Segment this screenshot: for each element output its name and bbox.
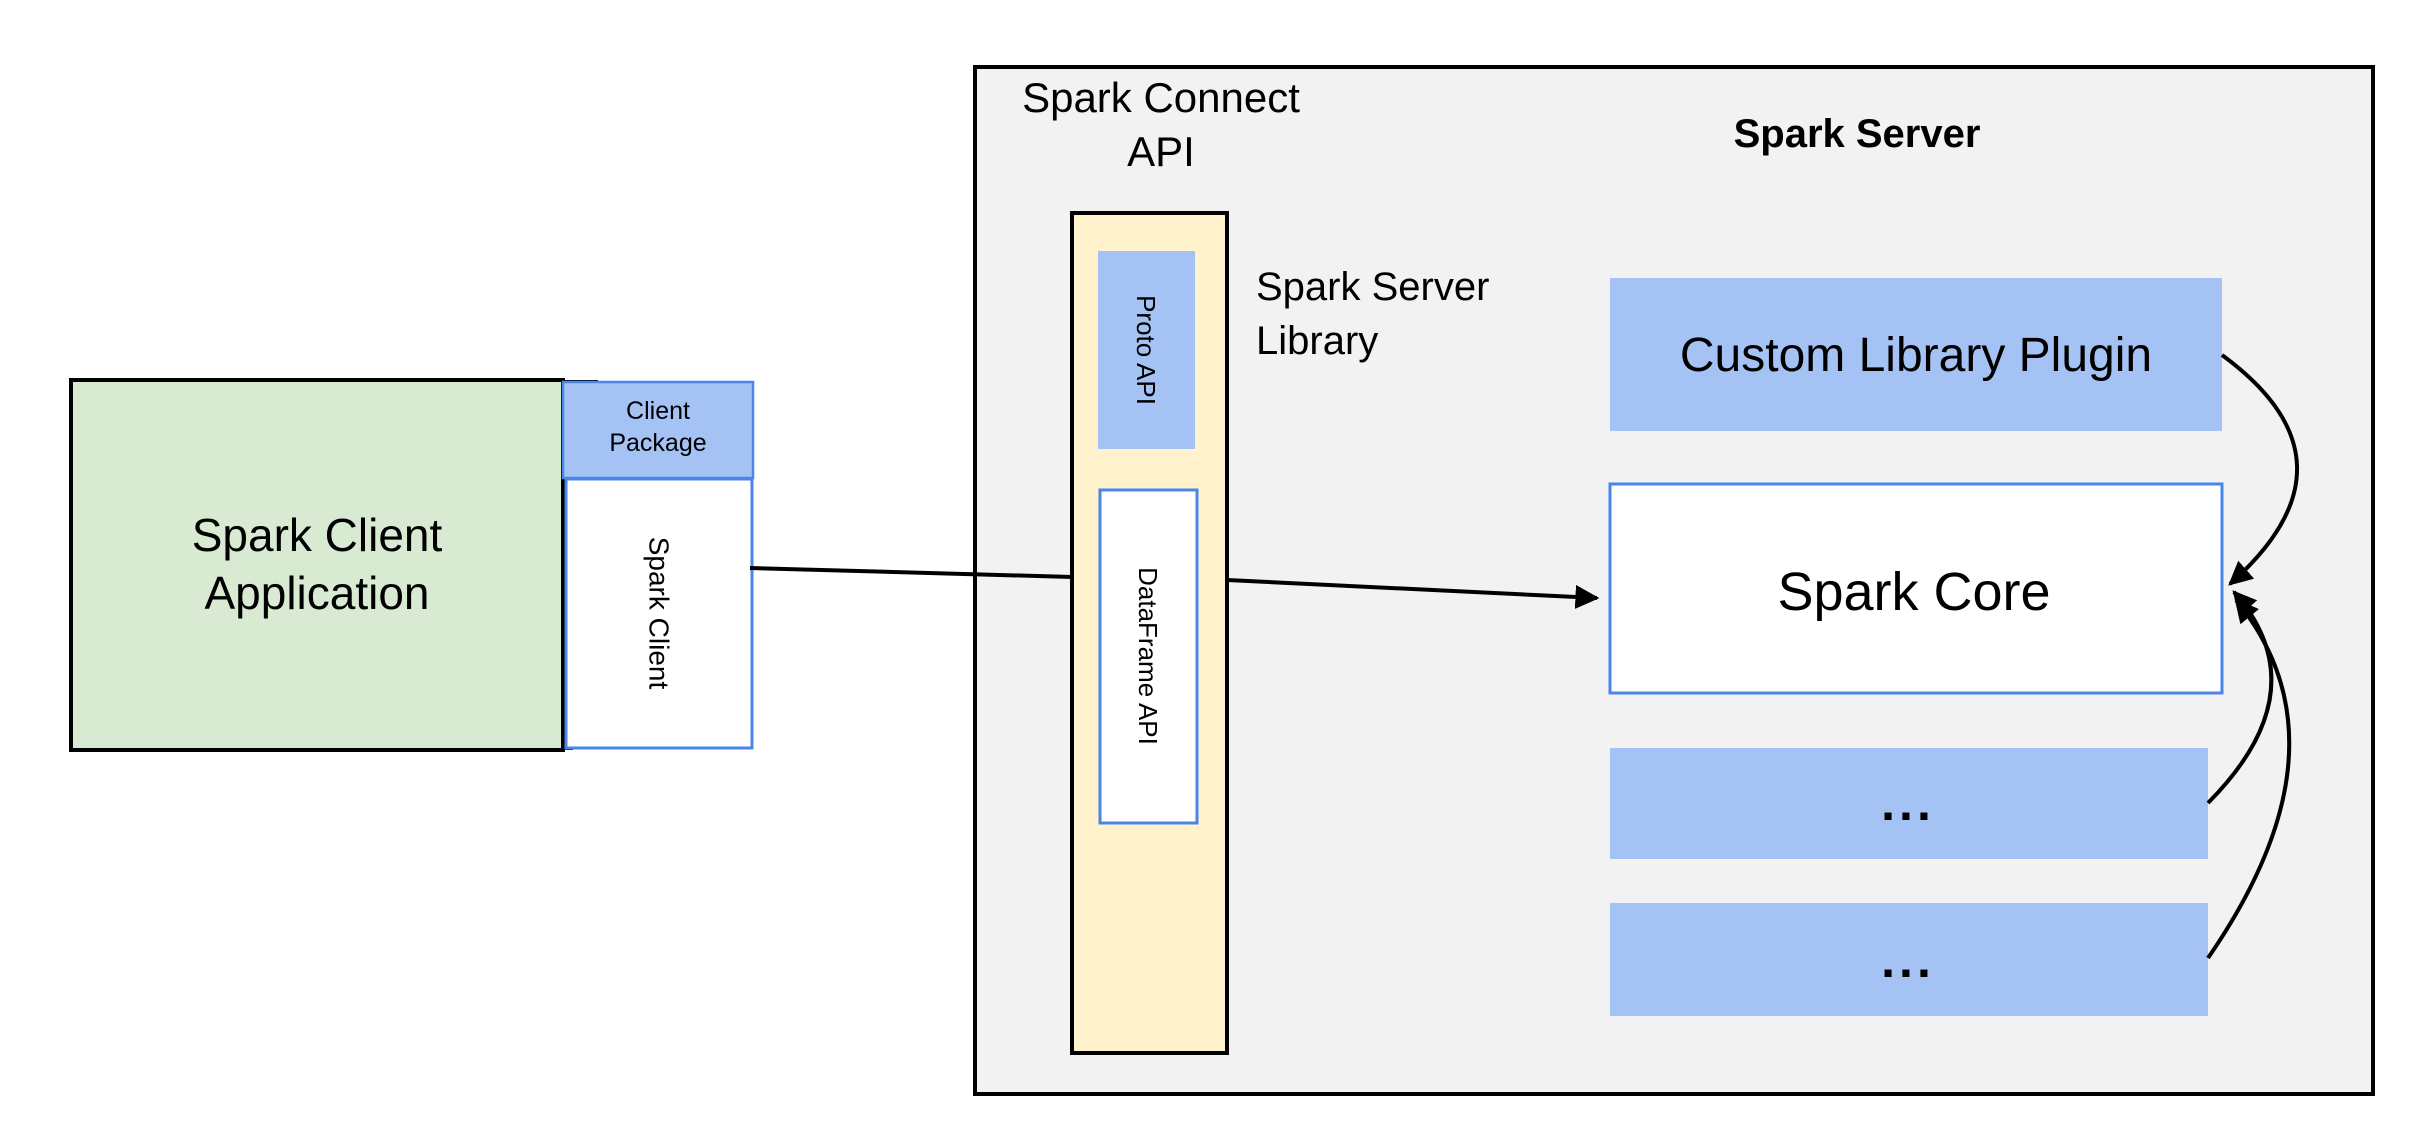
spark-connect-api-title-line2: API <box>1127 128 1195 175</box>
spark-client-box <box>564 477 754 750</box>
proto-api-label: Proto API <box>1131 295 1161 405</box>
plugin-placeholder-label-2: ... <box>1881 932 1935 988</box>
arrow-custom-plugin-to-spark-core <box>2220 353 2299 586</box>
plugin-placeholder-box-2 <box>1610 903 2208 1016</box>
plugin-placeholder-label-1: ... <box>1881 775 1935 831</box>
arrow-library-to-spark-core <box>1226 578 1600 609</box>
spark-core-label: Spark Core <box>1777 562 2050 622</box>
spark-client-application-label-line1: Spark Client <box>192 509 443 561</box>
spark-server-library-label-line1: Spark Server <box>1256 265 1489 309</box>
connector-spark-client-to-library <box>749 566 1073 579</box>
spark-core-box <box>1608 482 2224 695</box>
spark-client-label: Spark Client <box>644 537 675 690</box>
custom-library-plugin-label: Custom Library Plugin <box>1680 329 2152 382</box>
custom-library-plugin-box <box>1610 278 2222 431</box>
dataframe-api-box <box>1098 488 1199 825</box>
proto-api-box <box>1098 251 1195 449</box>
spark-server-title: Spark Server <box>1734 112 1981 156</box>
client-package-box <box>561 380 755 480</box>
spark-client-application-box <box>69 378 565 752</box>
client-package-label-line2: Package <box>609 429 706 457</box>
spark-client-application-label-line2: Application <box>204 567 429 619</box>
spark-connect-api-title-line1: Spark Connect <box>1022 74 1300 121</box>
dataframe-api-label: DataFrame API <box>1133 567 1163 745</box>
client-package-label-line1: Client <box>626 397 690 425</box>
arrow-placeholder2-to-spark-core <box>2206 598 2292 960</box>
spark-server-library-label-line2: Library <box>1256 319 1378 363</box>
plugin-placeholder-box-1 <box>1610 748 2208 859</box>
